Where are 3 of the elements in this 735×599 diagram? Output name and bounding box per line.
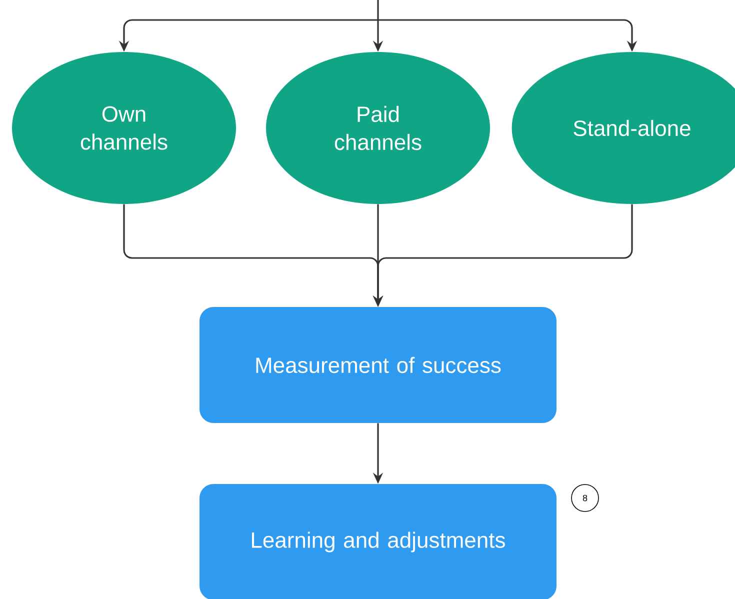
callout-number: 8 — [571, 484, 599, 512]
process-box: Learning and adjustments — [200, 484, 556, 599]
process-box: Measurement of success — [200, 307, 556, 423]
